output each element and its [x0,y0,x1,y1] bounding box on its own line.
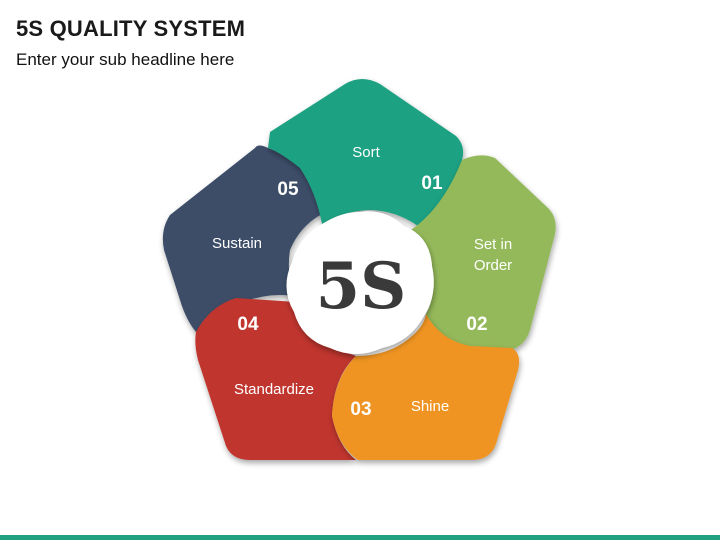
segment-label-sustain: Sustain [212,235,262,252]
page-subtitle: Enter your sub headline here [16,50,235,69]
segment-label-set-in-order-line2: Order [474,257,512,274]
center-hub [286,211,434,354]
segment-label-set-in-order-line1: Set in [474,236,512,253]
segment-label-shine: Shine [411,398,449,415]
center-label: 5S [316,249,407,324]
segment-set-in-order [408,155,556,350]
segment-sustain [162,145,325,332]
segment-shine [332,314,520,460]
segment-number-04: 04 [237,314,259,335]
segment-sort [268,79,464,226]
segment-label-standardize: Standardize [234,381,314,398]
page-title: 5S QUALITY SYSTEM [16,16,246,41]
segment-label-sort: Sort [352,144,380,161]
segment-number-02: 02 [466,314,487,335]
segment-number-01: 01 [421,173,443,194]
segment-number-05: 05 [277,179,299,200]
bottom-accent-bar [0,535,720,540]
segment-number-03: 03 [350,399,371,420]
